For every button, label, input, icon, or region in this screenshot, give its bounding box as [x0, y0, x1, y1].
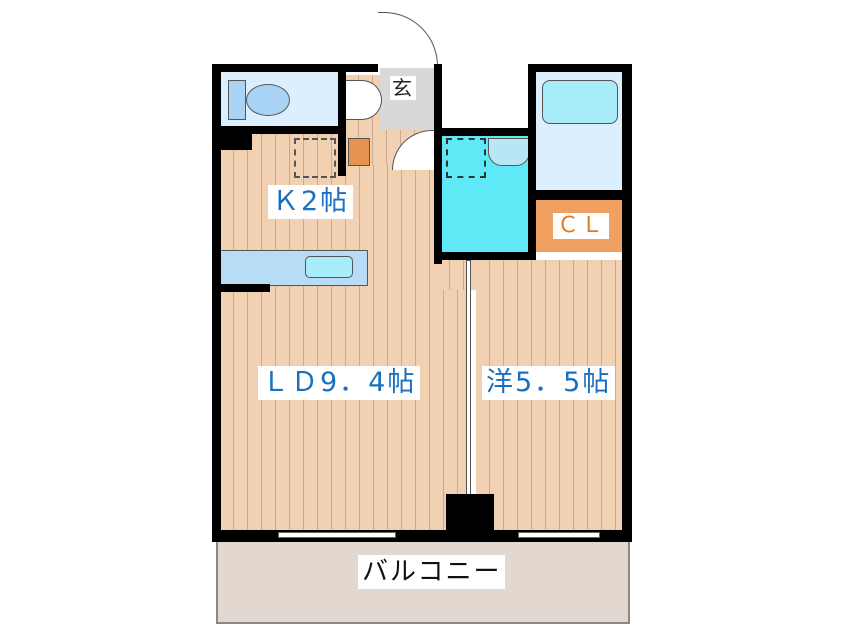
wall-left: [212, 64, 221, 542]
washer-space: [294, 138, 336, 178]
wall-top-toilet: [212, 64, 378, 72]
wall-toilet-right: [338, 64, 346, 176]
toilet-bowl: [246, 84, 290, 116]
kitchen-label: Ｋ2帖: [268, 185, 354, 219]
entrance-label: 玄: [390, 76, 416, 100]
wall-right: [622, 64, 632, 542]
ld-floor: [220, 290, 470, 530]
partition-sliding-door[interactable]: [466, 260, 471, 500]
washroom-washer: [446, 138, 486, 178]
wash-basin: [488, 138, 530, 166]
wall-kitchen-block: [212, 126, 252, 150]
kitchen-sink: [305, 256, 353, 278]
window-western: [518, 532, 600, 538]
ld-label: ＬＤ9．4帖: [258, 366, 421, 400]
western-label: 洋5．5帖: [482, 366, 616, 400]
toilet-door[interactable]: [346, 80, 382, 120]
closet-label: ＣＬ: [553, 213, 610, 239]
wall-toilet-bottom: [212, 126, 342, 134]
balcony-label: バルコニー: [358, 555, 506, 589]
wall-wash-top: [434, 128, 534, 136]
wall-wash-bottom: [434, 252, 536, 260]
wall-bath-bottom: [528, 190, 632, 200]
wall-entrance-right: [434, 64, 442, 264]
wall-kitchen-counter: [220, 284, 270, 292]
entrance-door[interactable]: [378, 12, 438, 66]
bathtub: [542, 80, 618, 124]
shoe-cabinet: [348, 138, 370, 166]
wall-bath-top: [528, 64, 632, 72]
toilet-tank: [228, 80, 246, 120]
window-ld: [278, 532, 396, 538]
wall-wash-right: [528, 64, 536, 260]
